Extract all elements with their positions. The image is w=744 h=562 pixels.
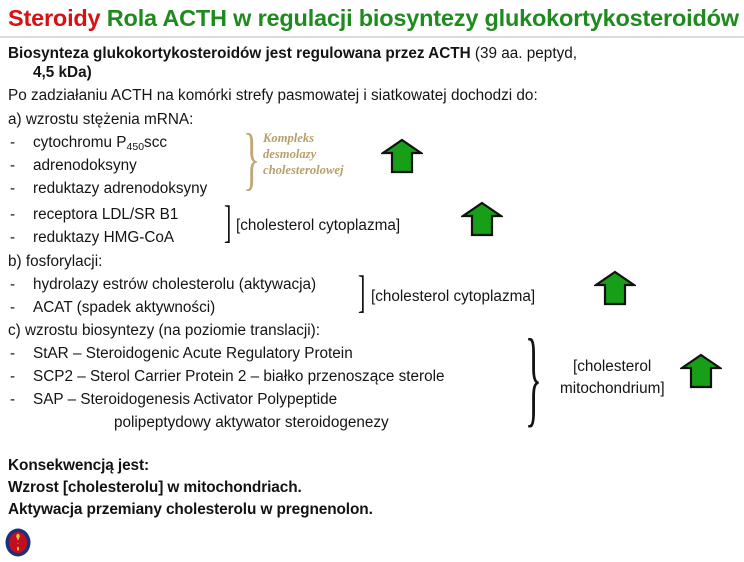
up-arrow-icon [678,353,724,390]
up-arrow-icon [379,138,425,175]
bullet-marker: - [10,229,16,246]
conclusion-line-3: Aktywacja przemiany cholesterolu w pregn… [8,501,373,518]
bullet-marker: - [10,157,16,174]
section-c-heading: c) wzrostu biosyntezy (na poziomie trans… [8,322,320,339]
group-bracket-a2: ] [224,196,232,248]
section-c-item-1: StAR – Steroidogenic Acute Regulatory Pr… [33,345,353,362]
annotation-line-3: cholesterolowej [263,163,344,177]
bullet-marker: - [10,299,16,316]
title-rest: Rola ACTH w regulacji biosyntezy glukoko… [106,5,739,31]
section-a-item-4: receptora LDL/SR B1 [33,206,179,223]
bullet-marker: - [10,391,16,408]
annotation-line-2: desmolazy [263,147,317,161]
bullet-marker: - [10,276,16,293]
section-a-label: [cholesterol cytoplazma] [236,217,401,234]
section-a-heading: a) wzrostu stężenia mRNA: [8,111,194,128]
section-c-label-line-1: [cholesterol [573,358,652,375]
section-b-label: [cholesterol cytoplazma] [371,288,536,305]
section-b-item-2: ACAT (spadek aktywności) [33,299,216,316]
intro-line-1: Biosynteza glukokortykosteroidów jest re… [8,44,577,63]
section-a-item-2: adrenodoksyny [33,157,137,174]
section-c-item-2: SCP2 – Sterol Carrier Protein 2 – białko… [33,368,445,385]
up-arrow-icon [459,201,505,238]
bullet-marker: - [10,345,16,362]
bullet-marker: - [10,206,16,223]
university-logo [5,528,31,557]
intro-line-1-rest: (39 aa. peptyd, [470,45,577,62]
group-brace-c: } [525,317,542,438]
group-bracket-b: ] [358,266,366,318]
conclusion-line-2: Wzrost [cholesterolu] w mitochondriach. [8,479,302,496]
section-c-item-3: SAP – Steroidogenesis Activator Polypept… [33,391,338,408]
section-c-label-line-2: mitochondrium] [560,380,665,397]
bullet-marker: - [10,180,16,197]
section-a-item-3: reduktazy adrenodoksyny [33,180,208,197]
slide-title: Steroidy Rola ACTH w regulacji biosyntez… [8,4,739,34]
group-brace-desmolase: } [243,121,261,198]
section-b-heading: b) fosforylacji: [8,253,103,270]
intro-line-2: 4,5 kDa) [33,64,92,81]
item-text-pre: cytochromu P [33,134,127,151]
bullet-marker: - [10,134,16,151]
title-divider [0,36,744,38]
section-a-item-5: reduktazy HMG-CoA [33,229,175,246]
section-a-item-1: cytochromu P450scc [33,133,167,157]
item-text-post: scc [144,134,167,151]
bullet-marker: - [10,368,16,385]
section-c-item-4: polipeptydowy aktywator steroidogenezy [114,414,389,431]
up-arrow-icon [592,270,638,307]
intro-line-1-bold: Biosynteza glukokortykosteroidów jest re… [8,45,471,62]
item-subscript: 450 [126,141,145,153]
conclusion-line-1: Konsekwencją jest: [8,457,150,474]
title-highlight: Steroidy [8,5,101,31]
intro-line-3: Po zadziałaniu ACTH na komórki strefy pa… [8,87,538,104]
section-b-item-1: hydrolazy estrów cholesterolu (aktywacja… [33,276,317,293]
annotation-line-1: Kompleks [263,131,315,145]
